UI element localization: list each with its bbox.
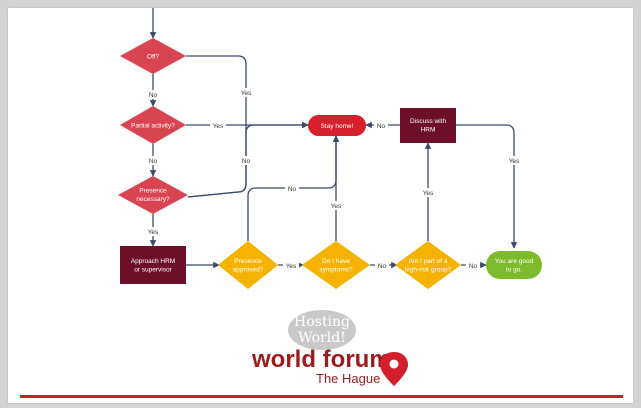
edges: [149, 8, 518, 269]
edge-discuss-yes: [456, 124, 518, 249]
flowchart: No No Yes Yes Yes No No Yes Yes No Yes N…: [20, 8, 623, 398]
node-presence-approved: Presence approved?: [218, 241, 278, 289]
node-discuss-hrm: Discuss with HRM: [400, 108, 456, 143]
node-presence-necessary-line2: necessary?: [136, 196, 170, 203]
node-symptoms: Do I have symptoms?: [302, 241, 370, 289]
label-approved-no: No: [288, 186, 297, 193]
node-approach-hrm-line2: or supervisor: [134, 267, 172, 274]
label-partial-yes: Yes: [213, 123, 224, 130]
node-partial-label: Partial activity?: [131, 123, 175, 130]
node-off: Off?: [120, 38, 186, 74]
logo-subtitle: The Hague: [316, 371, 380, 386]
node-stay-home-label: Stay home!: [321, 123, 354, 130]
label-presence-yes: Yes: [148, 229, 159, 236]
node-presence-approved-line2: approved?: [233, 267, 264, 274]
label-risk-yes: Yes: [423, 190, 434, 197]
node-good-to-go-line1: You are good: [495, 258, 534, 265]
node-risk-group-line1: Am I part of a: [408, 258, 447, 265]
node-good-to-go: You are good to go.: [486, 251, 542, 279]
edge-labels: No No Yes Yes Yes No No Yes Yes No Yes N…: [145, 88, 522, 270]
page: No No Yes Yes Yes No No Yes Yes No Yes N…: [8, 8, 633, 403]
node-discuss-hrm-line1: Discuss with: [410, 118, 447, 125]
label-risk-no: No: [469, 263, 478, 270]
node-stay-home: Stay home!: [308, 115, 366, 136]
footer-bar: [20, 395, 623, 398]
node-risk-group: Am I part of a high-risk group?: [395, 241, 461, 289]
label-discuss-yes: Yes: [509, 158, 520, 165]
node-discuss-hrm-line2: HRM: [421, 127, 436, 134]
node-symptoms-line1: Do I have: [322, 258, 350, 265]
label-approved-yes: Yes: [286, 263, 297, 270]
node-approach-hrm-line1: Approach HRM: [131, 258, 175, 265]
node-presence-necessary-line1: Presence: [139, 188, 167, 195]
location-pin-icon: [380, 352, 408, 386]
node-good-to-go-line2: to go.: [506, 267, 522, 274]
hosting-world-watermark: Hosting World!: [288, 310, 356, 350]
label-partial-no: No: [149, 158, 158, 165]
label-presence-no: No: [242, 158, 251, 165]
label-off-yes: Yes: [241, 90, 252, 97]
label-discuss-no: No: [377, 123, 386, 130]
watermark-line2: World!: [298, 330, 346, 346]
label-symptoms-no: No: [378, 263, 387, 270]
label-off-no: No: [149, 92, 158, 99]
node-risk-group-line2: high-risk group?: [405, 267, 452, 274]
node-presence-necessary: Presence necessary?: [118, 176, 188, 214]
node-symptoms-line2: symptoms?: [319, 267, 353, 274]
watermark-line1: Hosting: [294, 314, 350, 330]
logo-title: world forum: [251, 346, 391, 373]
label-symptoms-yes: Yes: [331, 203, 342, 210]
node-off-label: Off?: [147, 54, 160, 61]
node-approach-hrm: Approach HRM or supervisor: [120, 246, 186, 284]
node-partial-activity: Partial activity?: [120, 106, 186, 144]
node-presence-approved-line1: Presence: [234, 258, 262, 265]
